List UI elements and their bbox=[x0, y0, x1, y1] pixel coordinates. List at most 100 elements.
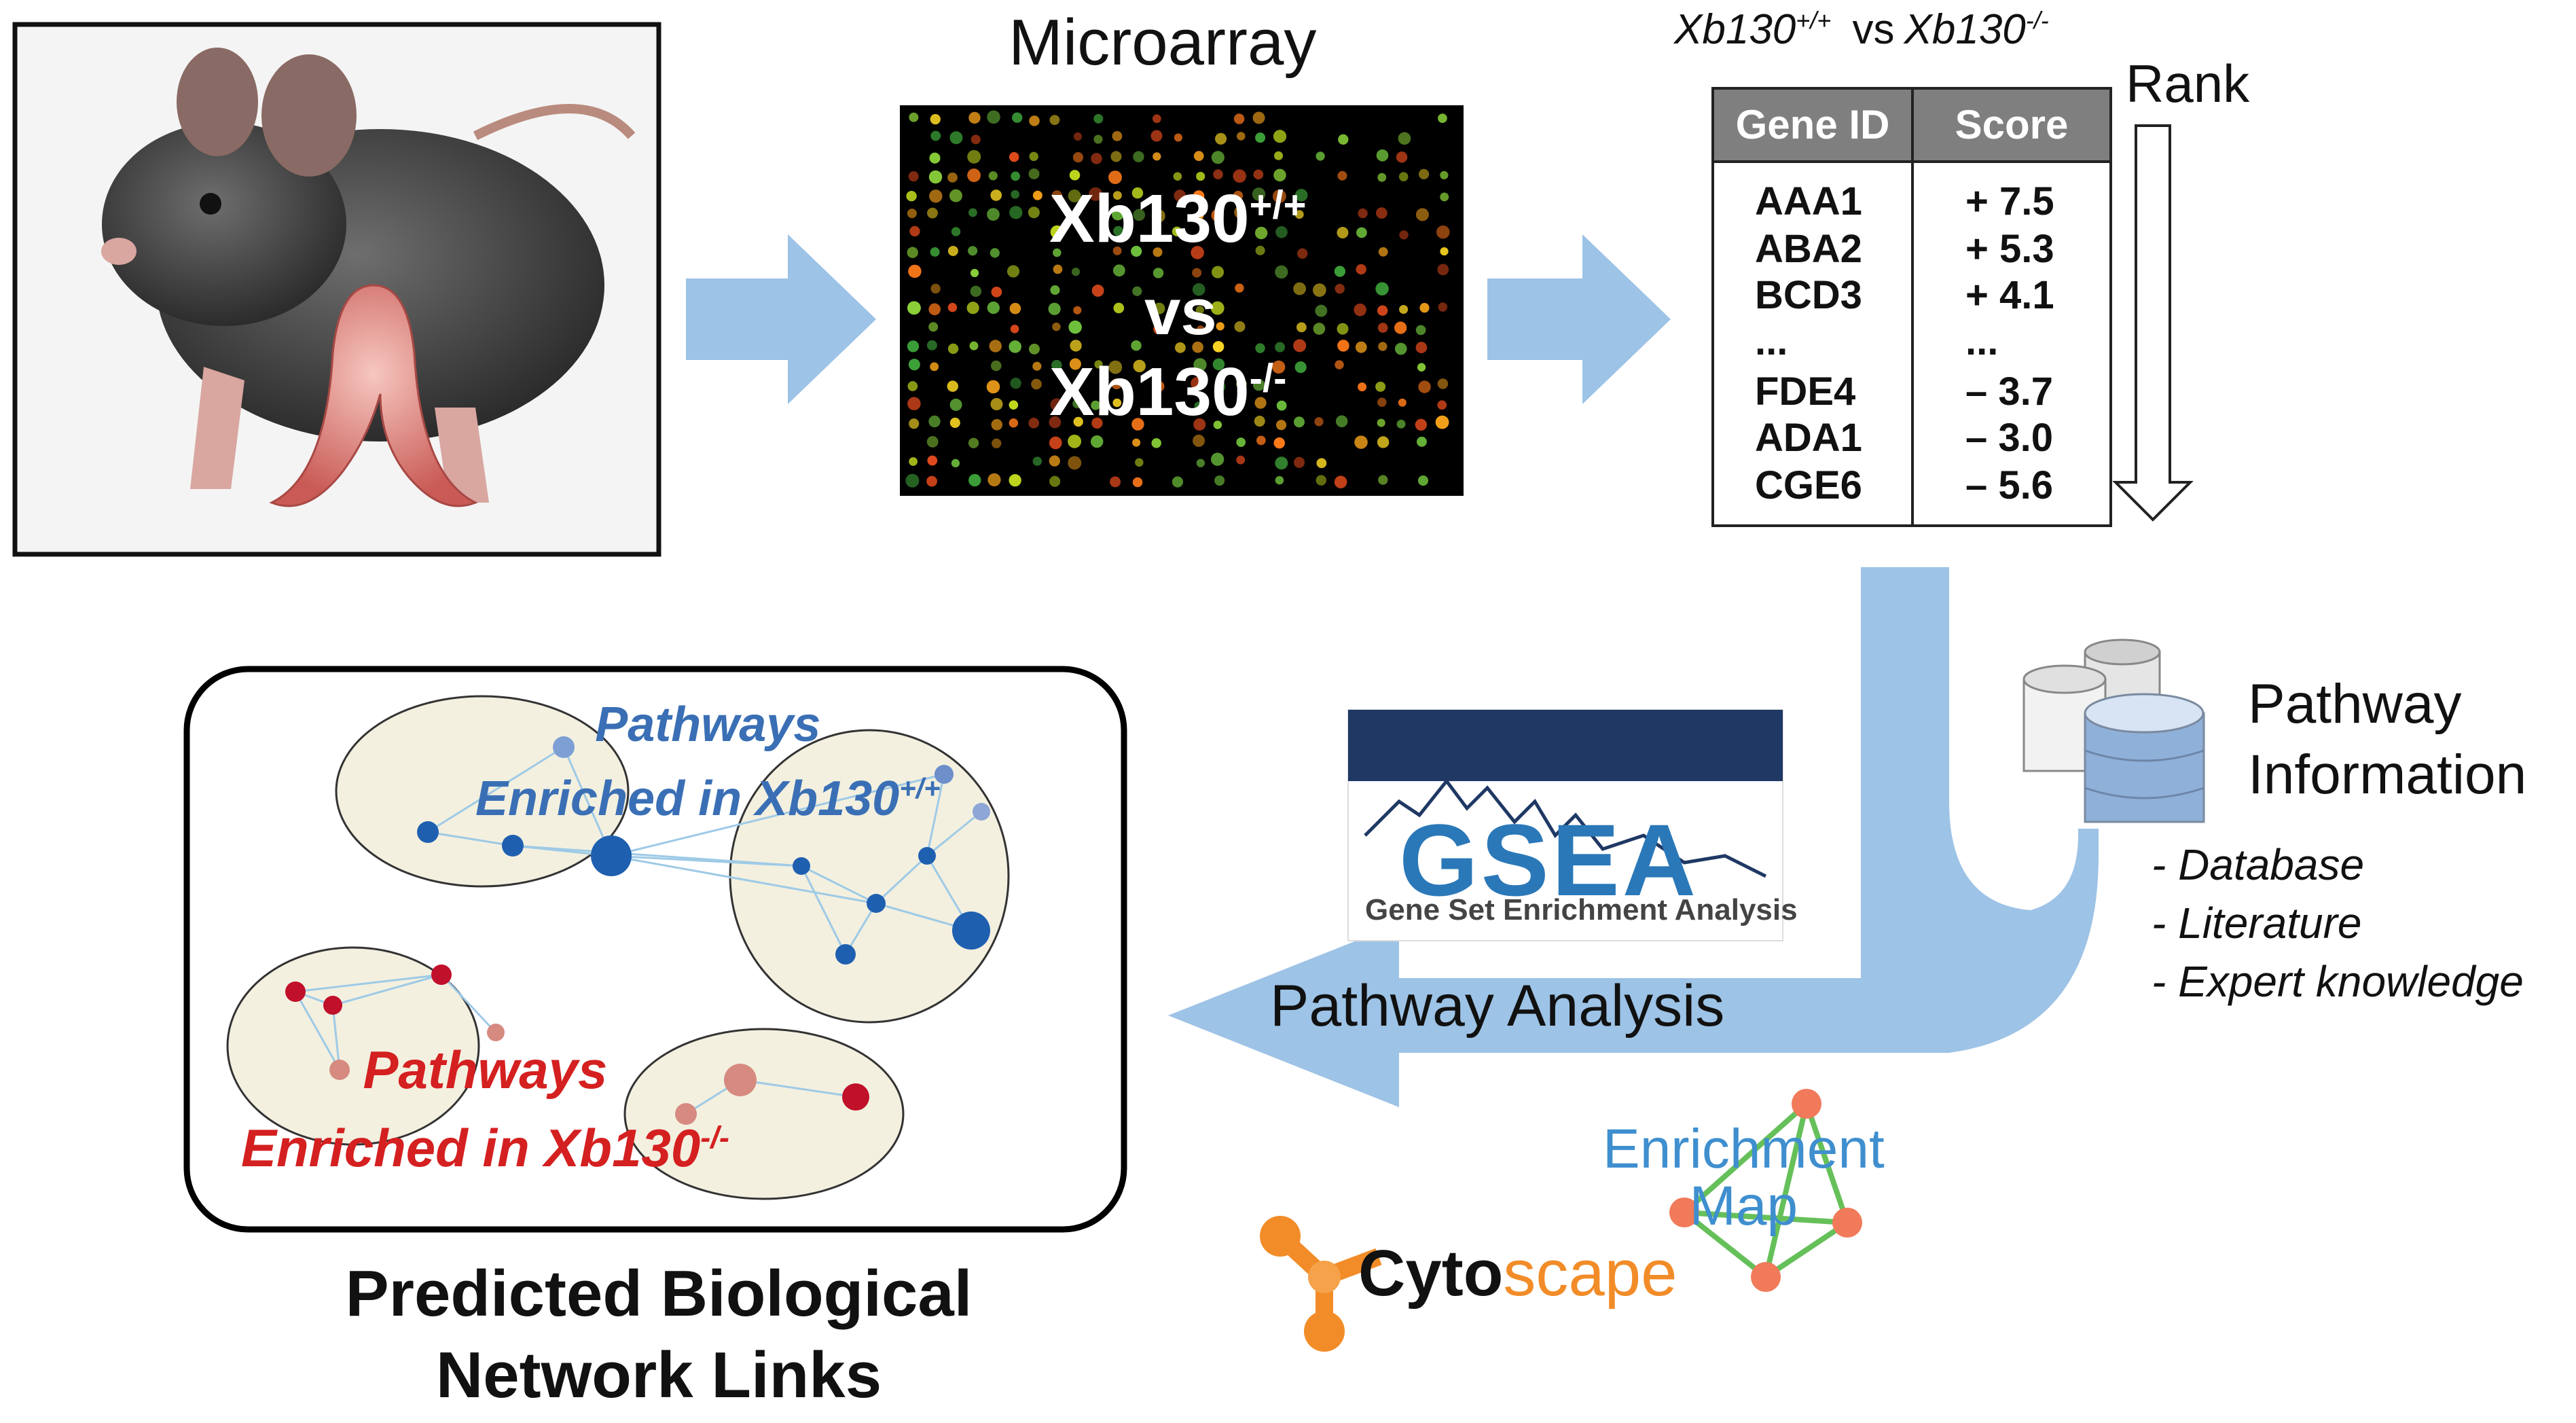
microarray-spot bbox=[1133, 151, 1144, 162]
microarray-spot bbox=[1009, 302, 1021, 314]
microarray-spot bbox=[949, 189, 962, 202]
microarray-spot bbox=[1211, 209, 1224, 222]
wt-pathways-line2-sup: +/+ bbox=[899, 772, 941, 804]
microarray-spot bbox=[947, 380, 958, 392]
microarray-spot bbox=[1193, 358, 1207, 372]
network-nodes-wt bbox=[417, 736, 990, 965]
microarray-spot bbox=[1048, 302, 1061, 315]
microarray-spot bbox=[905, 473, 920, 488]
microarray-spot bbox=[1419, 303, 1430, 313]
microarray-spot bbox=[907, 340, 920, 353]
microarray-spot bbox=[1356, 264, 1366, 275]
microarray-genotype-wt-main: Xb130 bbox=[1049, 181, 1250, 257]
microarray-spot bbox=[1191, 246, 1204, 259]
microarray-spot bbox=[1011, 190, 1020, 199]
network-result-box bbox=[183, 666, 1127, 1233]
microarray-spot bbox=[929, 190, 943, 203]
microarray-spot bbox=[1212, 341, 1224, 353]
microarray-vs: vs bbox=[1144, 276, 1217, 348]
cytoscape-wordmark-part2: scape bbox=[1503, 1237, 1677, 1310]
microarray-spot bbox=[1253, 169, 1264, 180]
microarray-spot bbox=[930, 283, 941, 294]
pathway-info-title-line1: Pathway bbox=[2248, 673, 2462, 735]
wt-pathways-line2-main: Enriched in Xb130 bbox=[475, 772, 900, 826]
microarray-spot bbox=[930, 247, 940, 257]
microarray-spot bbox=[1398, 132, 1411, 145]
pathway-info-sources: - Database - Literature - Expert knowled… bbox=[2152, 835, 2524, 1011]
microarray-spot bbox=[970, 268, 979, 277]
microarray-spot bbox=[1010, 324, 1019, 334]
microarray-spot bbox=[1337, 323, 1349, 335]
table-cell-gene: ... bbox=[1755, 319, 1788, 363]
table-divider bbox=[1911, 90, 1914, 524]
microarray-spot bbox=[1377, 323, 1388, 333]
microarray-spot bbox=[909, 112, 919, 122]
microarray-spot bbox=[1009, 340, 1021, 353]
microarray-spot bbox=[1052, 322, 1061, 331]
enrichment-map-label: Enrichment Map bbox=[1603, 1121, 1885, 1235]
microarray-spot bbox=[1068, 434, 1082, 448]
gsea-logo-text: GSEA bbox=[1399, 803, 1699, 917]
microarray-spot bbox=[1153, 247, 1163, 257]
microarray-spot bbox=[1273, 437, 1285, 449]
microarray-spot bbox=[1378, 475, 1388, 485]
microarray-spot bbox=[1073, 306, 1082, 314]
microarray-spot bbox=[1312, 283, 1326, 298]
microarray-spot bbox=[1294, 456, 1305, 468]
microarray-spot bbox=[988, 171, 998, 181]
microarray-spot bbox=[1335, 415, 1348, 427]
microarray-spot bbox=[1314, 417, 1324, 427]
gsea-logo bbox=[1347, 709, 1783, 941]
table-cell-score: – 3.7 bbox=[1965, 370, 2053, 414]
microarray-genotype-ko-sup: -/- bbox=[1249, 356, 1287, 401]
pathway-analysis-label: Pathway Analysis bbox=[1270, 973, 1725, 1039]
microarray-spot bbox=[1378, 247, 1388, 257]
microarray-spot bbox=[968, 437, 979, 448]
microarray-spot bbox=[1153, 152, 1161, 161]
microarray-spot bbox=[1376, 149, 1389, 162]
pathway-info-title: Pathway Information bbox=[2248, 669, 2526, 810]
microarray-spot bbox=[1294, 361, 1307, 374]
microarray-spot bbox=[1334, 266, 1346, 277]
microarray-spot bbox=[1296, 322, 1307, 333]
microarray-spot bbox=[1436, 225, 1450, 239]
microarray-spot bbox=[909, 226, 920, 237]
microarray-spot bbox=[1438, 302, 1448, 312]
microarray-spot bbox=[1091, 400, 1101, 410]
microarray-spot bbox=[1068, 190, 1081, 202]
microarray-spot bbox=[1153, 380, 1165, 392]
microarray-spot bbox=[1196, 458, 1205, 467]
comparison-b-main: Xb130 bbox=[1904, 6, 2026, 53]
microarray-spot bbox=[908, 264, 922, 278]
microarray-spot bbox=[1338, 134, 1349, 145]
microarray-spot bbox=[1032, 190, 1042, 200]
ko-pathways-line2: Enriched in Xb130-/- bbox=[241, 1104, 729, 1182]
microarray-spot bbox=[1233, 190, 1244, 201]
gsea-subtitle: Gene Set Enrichment Analysis bbox=[1365, 893, 1798, 926]
microarray-spot bbox=[986, 380, 1000, 394]
ko-pathways-line2-sup: -/- bbox=[700, 1120, 729, 1155]
microarray-spot bbox=[1293, 416, 1305, 428]
microarray-spot bbox=[1112, 264, 1125, 277]
microarray-spot bbox=[1316, 151, 1325, 161]
microarray-spot bbox=[966, 302, 979, 314]
microarray-spot bbox=[1358, 382, 1367, 392]
microarray-spot bbox=[1315, 304, 1328, 317]
cytoscape-wordmark-part1: Cyto bbox=[1358, 1237, 1504, 1310]
microarray-spot bbox=[1112, 130, 1123, 141]
microarray-spot bbox=[1417, 475, 1429, 486]
microarray-spot bbox=[947, 172, 958, 183]
microarray-spot bbox=[1275, 226, 1288, 238]
microarray-spot bbox=[989, 340, 1002, 353]
microarray-spot bbox=[1399, 305, 1409, 314]
microarray-spot bbox=[1131, 340, 1142, 351]
microarray-spot bbox=[967, 149, 981, 164]
microarray-spot bbox=[1417, 363, 1426, 372]
microarray-spot bbox=[1236, 378, 1247, 389]
microarray-spot bbox=[1091, 417, 1103, 429]
microarray-spot bbox=[968, 111, 981, 124]
microarray-spot bbox=[1235, 283, 1244, 293]
microarray-spot bbox=[1377, 397, 1387, 408]
microarray-genotype-wt-sup: +/+ bbox=[1249, 183, 1307, 228]
microarray-spot bbox=[1294, 210, 1304, 219]
